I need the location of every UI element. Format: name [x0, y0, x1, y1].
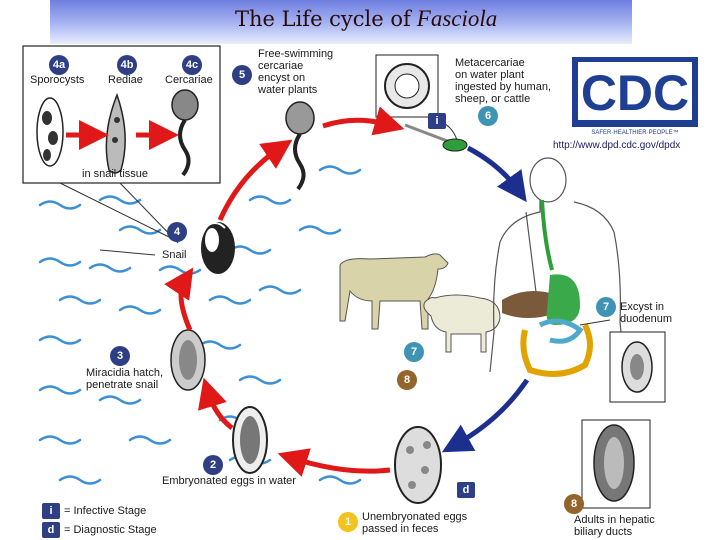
legend-diagnostic-icon: d [42, 522, 60, 538]
badge-8b: 8 [397, 370, 417, 390]
label-6: Metacercariae on water plant ingested by… [455, 57, 551, 105]
snail-drawing [201, 222, 235, 274]
label-2: Embryonated eggs in water [162, 475, 296, 487]
badge-3: 3 [110, 346, 130, 366]
badge-4b: 4b [117, 55, 137, 75]
badge-7b: 7 [404, 342, 424, 362]
label-3-line2: penetrate snail [86, 379, 159, 391]
arrow-3-4 [164, 267, 194, 331]
water-plant-spoon [404, 123, 468, 152]
badge-4a: 4a [49, 55, 69, 75]
cdc-logo-text: CDC [581, 65, 689, 121]
label-1: Unembryonated eggs passed in feces [362, 511, 467, 535]
human-body-outline [489, 157, 625, 373]
legend-infective-icon: i [42, 503, 60, 519]
embryonated-egg-drawing [232, 406, 268, 474]
label-1-line1: Unembryonated eggs [362, 511, 468, 523]
arrow-4-5 [217, 139, 293, 222]
label-8-line2: biliary ducts [574, 526, 633, 538]
cdc-logo: CDC SAFER·HEALTHIER·PEOPLE™ [572, 57, 698, 136]
title-italic: Fasciola [416, 6, 498, 31]
miracidium-drawing [170, 329, 206, 391]
label-8-line1: Adults in hepatic [574, 514, 655, 526]
sporocyst-drawing [36, 97, 64, 167]
label-5-line3: encyst on [258, 72, 306, 84]
label-4b: Rediae [108, 74, 143, 86]
label-6-line1: Metacercariae [455, 57, 525, 69]
pointer-line-duodenum [579, 319, 611, 326]
label-6-line3: ingested by human, [455, 81, 552, 93]
arrow-1-2 [277, 448, 391, 477]
pointer-line-snail [99, 249, 156, 256]
sheep-drawing [423, 294, 501, 353]
label-4a: Sporocysts [30, 74, 85, 86]
diagnostic-marker: d [457, 482, 475, 498]
redia-drawing [105, 92, 126, 174]
label-4c: Cercariae [165, 74, 213, 86]
label-6-line2: on water plant [455, 69, 525, 81]
legend-infective-label: = Infective Stage [64, 505, 147, 517]
label-4: Snail [162, 249, 187, 261]
cercaria-drawing [171, 89, 199, 177]
label-snail-tissue: in snail tissue [82, 168, 149, 180]
badge-4c: 4c [182, 55, 202, 75]
arrow-5-6 [322, 106, 405, 136]
label-1-line2: passed in feces [362, 523, 439, 535]
cow-drawing [339, 253, 449, 330]
arrow-2-3 [198, 377, 234, 430]
label-5: Free-swimming cercariae encyst on water … [258, 48, 333, 96]
arrow-human-1 [441, 378, 530, 453]
label-3-line1: Miracidia hatch, [86, 367, 164, 379]
badge-7: 7 [596, 297, 616, 317]
label-7-line1: Excyst in [620, 301, 665, 313]
excyst-drawing [621, 341, 653, 393]
water-waves [38, 165, 362, 485]
label-5-line1: Free-swimming [258, 48, 334, 60]
badge-4: 4 [167, 222, 187, 242]
source-url[interactable]: http://www.dpd.cdc.gov/dpdx [553, 140, 681, 151]
free-cercaria-drawing [285, 101, 315, 191]
label-5-line2: cercariae [258, 60, 304, 72]
badge-5: 5 [232, 65, 252, 85]
badge-8: 8 [564, 494, 584, 514]
badge-2: 2 [203, 455, 223, 475]
label-5-line4: water plants [258, 84, 318, 96]
label-8: Adults in hepatic biliary ducts [574, 514, 655, 538]
unembryonated-egg-drawing [394, 426, 442, 504]
arrow-6-human [466, 145, 527, 203]
digestive-organs [502, 199, 593, 377]
legend-diagnostic-label: = Diagnostic Stage [64, 524, 157, 536]
infective-marker: i [428, 113, 446, 129]
badge-1: 1 [338, 512, 358, 532]
label-6-line4: sheep, or cattle [455, 93, 531, 105]
label-7-line2: duodenum [620, 313, 672, 325]
title-main: The Life cycle of [235, 7, 411, 31]
label-7: Excyst in duodenum [620, 301, 672, 325]
badge-6: 6 [478, 106, 498, 126]
label-3: Miracidia hatch, penetrate snail [86, 367, 163, 391]
pointer-line-1 [59, 182, 176, 241]
adult-fluke-drawing [593, 424, 635, 502]
cdc-tagline: SAFER·HEALTHIER·PEOPLE™ [591, 129, 678, 136]
